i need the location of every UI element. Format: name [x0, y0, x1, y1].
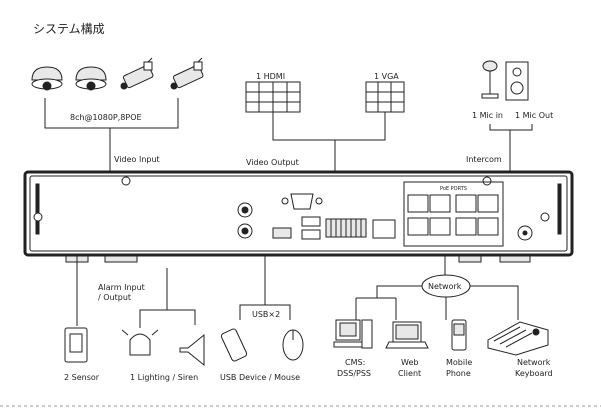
network-cloud-icon: Network — [421, 274, 471, 298]
hdmi-monitor-icon — [245, 81, 301, 113]
video-output-label: Video Output — [246, 158, 299, 167]
web-client-label-line1: Web — [401, 358, 418, 367]
usb-port-icon — [301, 216, 321, 240]
lan-port-icon — [372, 219, 396, 239]
usb-device-icon — [220, 328, 248, 362]
bullet-camera-icon — [170, 57, 204, 90]
cms-label-line1: CMS: — [345, 358, 365, 367]
network-label: Network — [428, 282, 462, 291]
screw-icon — [33, 212, 43, 222]
mouse-icon — [282, 329, 304, 361]
foot — [499, 255, 531, 263]
microphone-icon — [481, 60, 499, 99]
sensor-icon — [64, 327, 88, 363]
video-input-label: Video Input — [114, 155, 160, 164]
diagram-title: システム構成 — [33, 22, 105, 36]
lighting-bracket — [139, 309, 196, 325]
light-icon — [121, 322, 159, 356]
network-tree — [355, 285, 519, 320]
dome-camera-icon — [75, 66, 107, 91]
screw-icon — [121, 176, 131, 186]
speaker-icon — [505, 61, 529, 101]
bullet-camera-icon — [120, 57, 154, 90]
screw-icon — [482, 176, 492, 186]
alarm-label-line1: Alarm Input — [98, 283, 145, 292]
laptop-icon — [385, 321, 429, 349]
web-client-label-line2: Client — [398, 369, 421, 378]
foot — [104, 255, 138, 263]
network-keyboard-label-line1: Network — [517, 358, 551, 367]
hdmi-port-icon — [272, 227, 292, 239]
camera-bracket — [44, 98, 179, 129]
usb-device-label: USB Device / Mouse — [220, 373, 300, 382]
usb-bracket — [239, 304, 291, 320]
network-keyboard-label-line2: Keyboard — [515, 369, 553, 378]
dome-camera-icon — [31, 66, 63, 91]
intercom-label: Intercom — [466, 155, 502, 164]
alarm-terminal-block — [325, 218, 367, 238]
vga-monitor-icon — [365, 81, 405, 113]
foot — [458, 255, 482, 263]
cms-label-line2: DSS/PSS — [337, 369, 371, 378]
hdmi-label: 1 HDMI — [256, 72, 285, 81]
usb-label: USB×2 — [252, 310, 280, 319]
camera-spec-label: 8ch@1080P,8POE — [70, 113, 142, 122]
alarm-label-line2: / Output — [98, 293, 131, 302]
poe-ports-label: PoE PORTS — [440, 186, 467, 192]
mobile-phone-label-line2: Phone — [446, 369, 471, 378]
poe-port-block: PoE PORTS — [403, 181, 504, 247]
mobile-phone-label-line1: Mobile — [446, 358, 472, 367]
nvr-rear-panel: PoE PORTS — [23, 170, 574, 263]
vga-label: 1 VGA — [374, 72, 399, 81]
lighting-label: 1 Lighting / Siren — [130, 373, 198, 382]
cms-computer-icon — [333, 319, 373, 349]
audio-bracket — [489, 124, 533, 131]
siren-icon — [179, 333, 205, 367]
mobile-phone-icon — [451, 319, 467, 351]
network-keyboard-icon — [487, 321, 549, 356]
monitor-bracket — [272, 112, 386, 141]
mic-out-label: 1 Mic Out — [515, 111, 553, 120]
screw-icon — [540, 212, 550, 222]
audio-jack-icon — [237, 202, 253, 239]
mic-in-label: 1 Mic in — [472, 111, 503, 120]
vga-port-icon — [281, 193, 323, 210]
camera-group — [31, 57, 204, 91]
sensor-label: 2 Sensor — [64, 373, 100, 382]
